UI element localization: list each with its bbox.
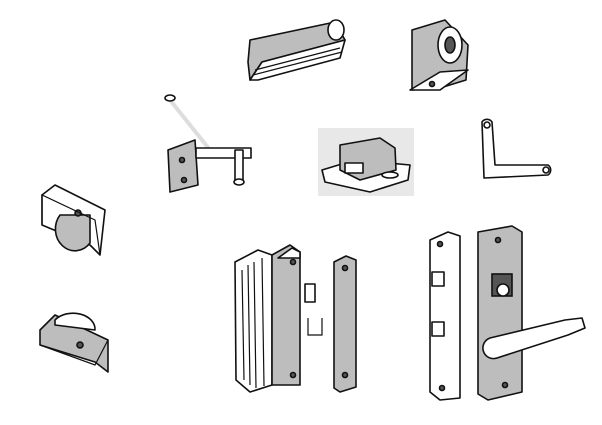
corner-angle-icon bbox=[481, 118, 552, 179]
mortise-lock-lever-icon bbox=[429, 225, 586, 401]
door-pull-handle-icon bbox=[234, 244, 357, 393]
roller-bracket-icon bbox=[409, 19, 469, 91]
window-crank-icon bbox=[164, 94, 252, 193]
door-catch-icon bbox=[318, 128, 414, 196]
sliding-roller-icon bbox=[39, 312, 109, 373]
track-extrusion-icon bbox=[247, 19, 346, 81]
sliding-roller-icon bbox=[41, 184, 106, 256]
